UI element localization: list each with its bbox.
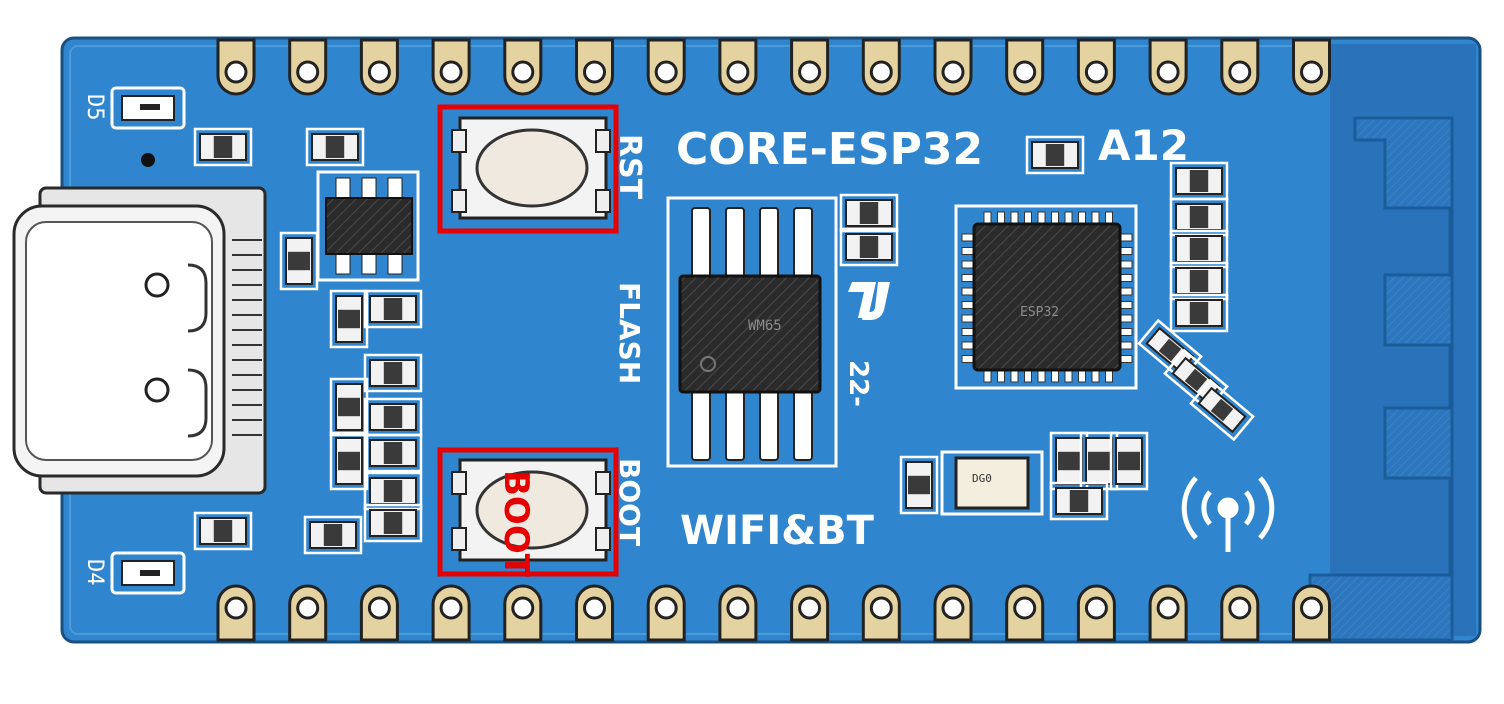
header-pin: [1076, 38, 1116, 96]
esp32-chip-marking: ESP32: [1020, 305, 1059, 320]
header-pin: [288, 38, 328, 96]
smd-passive: [363, 397, 423, 437]
header-pin: [431, 584, 471, 642]
header-pin: [216, 584, 256, 642]
pcb-antenna: [1308, 44, 1476, 642]
header-pin: [933, 584, 973, 642]
smd-passive: [1169, 229, 1229, 269]
header-pin: [575, 38, 614, 96]
boot-cap-label: BOOT: [496, 470, 536, 578]
header-pin: [575, 584, 614, 642]
header-pin: [1220, 584, 1260, 642]
led-d5-label: D5: [82, 94, 107, 121]
smd-passive: [1169, 261, 1229, 301]
fiducial-dot: [141, 153, 155, 167]
smd-passive: [303, 515, 363, 555]
smd-passive: [363, 471, 423, 511]
header-pin: [503, 584, 543, 642]
wifi-antenna-symbol-icon: [1181, 476, 1275, 552]
smd-passive: [1025, 135, 1085, 175]
header-pin: [503, 38, 543, 96]
boot-button-highlight: [437, 447, 619, 577]
header-pin: [718, 38, 758, 96]
smd-passive: [1137, 318, 1203, 382]
wifi-bt-label: WIFI&BT: [680, 508, 875, 554]
led-d4: D4: [82, 551, 186, 595]
flash-silk-label: FLASH: [613, 282, 646, 384]
smd-passive: [193, 511, 253, 551]
smd-passive: [839, 227, 899, 267]
smd-passive: [329, 431, 369, 491]
smd-passive: [363, 353, 423, 393]
header-pin: [1220, 38, 1260, 96]
regulator-chip: [316, 170, 420, 282]
crystal-oscillator: DG0: [940, 450, 1044, 516]
smd-passive: [329, 289, 369, 349]
smd-passive: [193, 127, 253, 167]
rst-button-highlight: [437, 104, 619, 234]
led-d4-label: D4: [82, 559, 107, 586]
header-pin: [359, 584, 399, 642]
date-code-label: 22-: [843, 360, 873, 407]
esp32-chip: ESP32: [954, 204, 1138, 390]
smd-passive: [1169, 197, 1229, 237]
boot-button[interactable]: BOOT: [437, 447, 619, 578]
header-pin: [718, 584, 758, 642]
smd-passive: [279, 231, 319, 291]
header-pin: [1005, 584, 1045, 642]
rst-silk-label: RST: [612, 134, 647, 200]
header-pins-bottom: [216, 584, 1331, 642]
header-pin: [1292, 584, 1331, 642]
usb-c-connector-icon: [12, 186, 267, 495]
header-pin: [1076, 584, 1116, 642]
header-pin: [216, 38, 256, 96]
board-revision: A12: [1098, 121, 1189, 170]
header-pin: [790, 38, 830, 96]
header-pin: [431, 38, 471, 96]
header-pin: [646, 38, 686, 96]
smd-passive: [1109, 431, 1149, 491]
header-pin: [1292, 38, 1331, 96]
smd-passive: [1163, 348, 1229, 412]
header-pin: [790, 584, 830, 642]
header-pin: [861, 38, 901, 96]
smd-passive: [1189, 378, 1255, 442]
header-pin: [646, 584, 686, 642]
header-pin: [1148, 38, 1188, 96]
smd-passive: [839, 193, 899, 233]
led-d5: D5: [82, 86, 186, 130]
logo-icon: [848, 282, 890, 320]
board-title: CORE-ESP32: [676, 124, 983, 175]
smd-passive: [329, 377, 369, 437]
header-pin: [288, 584, 328, 642]
rst-button[interactable]: [437, 104, 619, 234]
header-pins-top: [216, 38, 1331, 96]
boot-silk-label: BOOT: [613, 458, 646, 546]
smd-passive: [363, 433, 423, 473]
smd-passive: [305, 127, 365, 167]
smd-passive: [363, 289, 423, 329]
smd-passive: [1169, 293, 1229, 333]
header-pin: [861, 584, 901, 642]
header-pin: [359, 38, 399, 96]
smd-passive: [363, 503, 423, 543]
header-pin: [1005, 38, 1045, 96]
flash-chip-marking: WM65: [748, 318, 782, 334]
header-pin: [1148, 584, 1188, 642]
crystal-marking: DG0: [972, 472, 992, 485]
smd-passive: [1049, 481, 1109, 521]
smd-components: [193, 127, 1255, 555]
smd-passive: [899, 455, 939, 515]
smd-passive: [1079, 431, 1119, 491]
flash-chip: WM65: [666, 196, 838, 468]
header-pin: [933, 38, 973, 96]
smd-passive: [1169, 161, 1229, 201]
